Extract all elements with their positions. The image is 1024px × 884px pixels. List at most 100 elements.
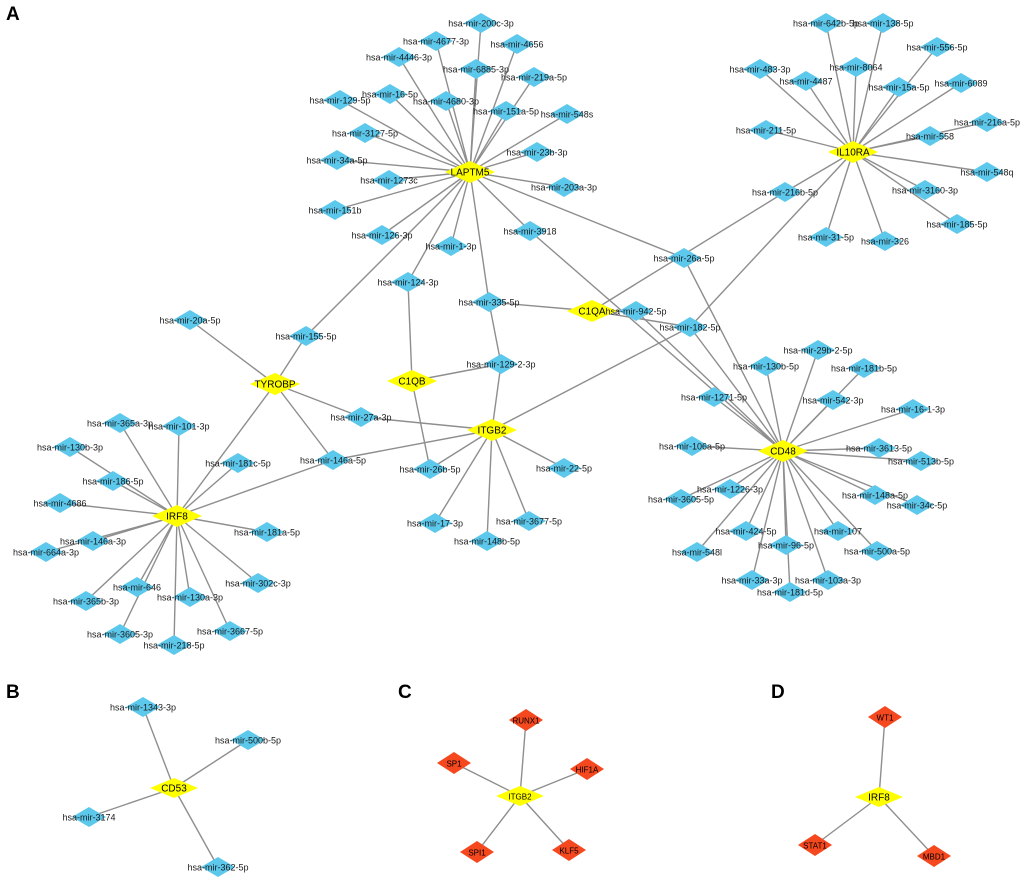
mirna-node-hsa-mir-548s[interactable]: hsa-mir-548s <box>541 104 594 124</box>
mirna-node-hsa-mir-129-5p[interactable]: hsa-mir-129-5p <box>309 90 371 110</box>
mirna-node-hsa-mir-6089[interactable]: hsa-mir-6089 <box>934 73 988 93</box>
mirna-node-hsa-mir-216a-5p[interactable]: hsa-mir-216a-5p <box>954 112 1020 132</box>
mirna-node-hsa-mir-200c-3p[interactable]: hsa-mir-200c-3p <box>448 13 514 33</box>
gene-node-il10ra[interactable]: IL10RA <box>828 141 878 163</box>
mirna-node-hsa-mir-1226-3p[interactable]: hsa-mir-1226-3p <box>697 479 763 499</box>
mirna-node-hsa-mir-130b-5p[interactable]: hsa-mir-130b-5p <box>733 356 799 376</box>
mirna-node-hsa-mir-126-3p[interactable]: hsa-mir-126-3p <box>351 225 413 245</box>
mirna-node-hsa-mir-34c-5p[interactable]: hsa-mir-34c-5p <box>887 495 948 515</box>
mirna-node-hsa-mir-181d-5p[interactable]: hsa-mir-181d-5p <box>757 582 823 602</box>
mirna-node-hsa-mir-365b-3p[interactable]: hsa-mir-365b-3p <box>53 591 119 611</box>
mirna-node-hsa-mir-185-5p[interactable]: hsa-mir-185-5p <box>926 214 988 234</box>
gene-node-irf8[interactable]: IRF8 <box>152 505 202 527</box>
mirna-node-hsa-mir-148b-5p[interactable]: hsa-mir-148b-5p <box>454 531 520 551</box>
mirna-node-hsa-mir-129-2-3p[interactable]: hsa-mir-129-2-3p <box>466 354 536 374</box>
mirna-node-hsa-mir-1273c[interactable]: hsa-mir-1273c <box>360 170 418 190</box>
gene-node-itgb2[interactable]: ITGB2 <box>467 419 517 441</box>
mirna-node-hsa-mir-181c-5p[interactable]: hsa-mir-181c-5p <box>205 453 271 473</box>
mirna-node-hsa-mir-130a-3p[interactable]: hsa-mir-130a-3p <box>157 587 223 607</box>
mirna-node-hsa-mir-1-3p[interactable]: hsa-mir-1-3p <box>425 236 477 256</box>
tf-node-sp1[interactable]: SP1 <box>437 752 471 774</box>
mirna-node-hsa-mir-4680-3p[interactable]: hsa-mir-4680-3p <box>413 91 479 111</box>
mirna-node-hsa-mir-4686[interactable]: hsa-mir-4686 <box>33 493 87 513</box>
mirna-node-hsa-mir-29b-2-5p[interactable]: hsa-mir-29b-2-5p <box>783 340 853 360</box>
mirna-node-hsa-mir-146a-3p[interactable]: hsa-mir-146a-3p <box>60 531 126 551</box>
mirna-node-hsa-mir-558[interactable]: hsa-mir-558 <box>906 126 954 146</box>
mirna-node-hsa-mir-1343-3p[interactable]: hsa-mir-1343-3p <box>110 697 176 717</box>
mirna-node-hsa-mir-16-1-3p[interactable]: hsa-mir-16-1-3p <box>881 399 945 419</box>
mirna-node-hsa-mir-3613-5p[interactable]: hsa-mir-3613-5p <box>846 438 912 458</box>
tf-node-mbd1[interactable]: MBD1 <box>917 845 951 867</box>
mirna-node-hsa-mir-4487[interactable]: hsa-mir-4487 <box>779 71 833 91</box>
mirna-node-hsa-mir-548l[interactable]: hsa-mir-548l <box>672 542 722 562</box>
mirna-node-hsa-mir-942-5p[interactable]: hsa-mir-942-5p <box>605 301 667 321</box>
mirna-node-hsa-mir-664a-3p[interactable]: hsa-mir-664a-3p <box>13 542 79 562</box>
mirna-node-hsa-mir-8064[interactable]: hsa-mir-8064 <box>829 57 883 77</box>
gene-node-c1qb[interactable]: C1QB <box>387 370 437 392</box>
mirna-node-hsa-mir-15a-5p[interactable]: hsa-mir-15a-5p <box>868 77 930 97</box>
mirna-node-hsa-mir-500b-5p[interactable]: hsa-mir-500b-5p <box>215 730 281 750</box>
mirna-node-hsa-mir-146a-5p[interactable]: hsa-mir-146a-5p <box>300 450 366 470</box>
mirna-node-hsa-mir-3605-3p[interactable]: hsa-mir-3605-3p <box>87 624 153 644</box>
mirna-node-hsa-mir-3160-3p[interactable]: hsa-mir-3160-3p <box>892 180 958 200</box>
mirna-node-hsa-mir-103a-3p[interactable]: hsa-mir-103a-3p <box>795 570 861 590</box>
tf-node-runx1[interactable]: RUNX1 <box>509 709 543 731</box>
gene-node-laptm5[interactable]: LAPTM5 <box>445 161 495 183</box>
mirna-node-hsa-mir-33a-3p[interactable]: hsa-mir-33a-3p <box>721 570 783 590</box>
mirna-node-hsa-mir-3127-5p[interactable]: hsa-mir-3127-5p <box>332 123 398 143</box>
mirna-node-hsa-mir-365a-3p[interactable]: hsa-mir-365a-3p <box>87 413 153 433</box>
mirna-node-hsa-mir-26b-5p[interactable]: hsa-mir-26b-5p <box>399 459 461 479</box>
mirna-node-hsa-mir-335-5p[interactable]: hsa-mir-335-5p <box>458 292 520 312</box>
mirna-node-hsa-mir-155-5p[interactable]: hsa-mir-155-5p <box>275 326 337 346</box>
mirna-node-hsa-mir-17-3p[interactable]: hsa-mir-17-3p <box>407 513 463 533</box>
gene-node-cd53[interactable]: CD53 <box>150 778 198 798</box>
mirna-node-hsa-mir-107[interactable]: hsa-mir-107 <box>814 521 862 541</box>
mirna-node-hsa-mir-203a-3p[interactable]: hsa-mir-203a-3p <box>531 177 597 197</box>
tf-node-stat1[interactable]: STAT1 <box>798 834 832 856</box>
mirna-node-hsa-mir-218-5p[interactable]: hsa-mir-218-5p <box>143 635 205 655</box>
tf-node-hif1a[interactable]: HIF1A <box>570 758 604 780</box>
mirna-node-hsa-mir-211-5p[interactable]: hsa-mir-211-5p <box>736 120 796 140</box>
tf-node-klf5[interactable]: KLF5 <box>552 839 586 861</box>
mirna-node-hsa-mir-302c-3p[interactable]: hsa-mir-302c-3p <box>225 573 291 593</box>
mirna-node-hsa-mir-124-3p[interactable]: hsa-mir-124-3p <box>377 272 439 292</box>
mirna-node-hsa-mir-20a-5p[interactable]: hsa-mir-20a-5p <box>159 310 221 330</box>
mirna-node-hsa-mir-181a-5p[interactable]: hsa-mir-181a-5p <box>234 522 300 542</box>
mirna-node-hsa-mir-106a-5p[interactable]: hsa-mir-106a-5p <box>659 436 725 456</box>
mirna-node-hsa-mir-4656[interactable]: hsa-mir-4656 <box>490 34 544 54</box>
mirna-node-hsa-mir-26a-5p[interactable]: hsa-mir-26a-5p <box>653 248 715 268</box>
mirna-node-hsa-mir-542-3p[interactable]: hsa-mir-542-3p <box>802 390 864 410</box>
mirna-node-hsa-mir-16-5p[interactable]: hsa-mir-16-5p <box>362 84 418 104</box>
mirna-node-hsa-mir-646[interactable]: hsa-mir-646 <box>113 577 161 597</box>
mirna-node-hsa-mir-148a-5p[interactable]: hsa-mir-148a-5p <box>842 485 908 505</box>
mirna-node-hsa-mir-3918[interactable]: hsa-mir-3918 <box>503 221 557 241</box>
mirna-node-hsa-mir-31-5p[interactable]: hsa-mir-31-5p <box>798 227 854 247</box>
mirna-node-hsa-mir-22-5p[interactable]: hsa-mir-22-5p <box>536 458 592 478</box>
mirna-node-hsa-mir-138-5p[interactable]: hsa-mir-138-5p <box>852 13 914 33</box>
gene-node-itgb2[interactable]: ITGB2 <box>496 786 544 806</box>
mirna-node-hsa-mir-4677-3p[interactable]: hsa-mir-4677-3p <box>403 31 469 51</box>
mirna-node-hsa-mir-27a-3p[interactable]: hsa-mir-27a-3p <box>330 407 392 427</box>
mirna-node-hsa-mir-483-3p[interactable]: hsa-mir-483-3p <box>729 59 791 79</box>
tf-node-spi1[interactable]: SPI1 <box>460 841 494 863</box>
mirna-node-hsa-mir-96-5p[interactable]: hsa-mir-96-5p <box>758 535 814 555</box>
mirna-node-hsa-mir-3677-5p[interactable]: hsa-mir-3677-5p <box>496 511 562 531</box>
mirna-node-hsa-mir-130b-3p[interactable]: hsa-mir-130b-3p <box>37 437 103 457</box>
mirna-node-hsa-mir-3667-5p[interactable]: hsa-mir-3667-5p <box>197 621 263 641</box>
mirna-node-hsa-mir-3605-5p[interactable]: hsa-mir-3605-5p <box>648 489 714 509</box>
mirna-node-hsa-mir-556-5p[interactable]: hsa-mir-556-5p <box>906 37 968 57</box>
mirna-node-hsa-mir-513b-5p[interactable]: hsa-mir-513b-5p <box>888 451 954 471</box>
mirna-node-hsa-mir-151b[interactable]: hsa-mir-151b <box>308 200 362 220</box>
mirna-node-hsa-mir-23b-3p[interactable]: hsa-mir-23b-3p <box>506 142 568 162</box>
mirna-node-hsa-mir-4446-3p[interactable]: hsa-mir-4446-3p <box>366 47 432 67</box>
gene-node-irf8[interactable]: IRF8 <box>855 787 903 807</box>
mirna-node-hsa-mir-424-5p[interactable]: hsa-mir-424-5p <box>715 521 777 541</box>
mirna-node-hsa-mir-186-5p[interactable]: hsa-mir-186-5p <box>82 471 144 491</box>
gene-node-c1qa[interactable]: C1QA <box>567 300 617 322</box>
mirna-node-hsa-mir-326[interactable]: hsa-mir-326 <box>861 231 909 251</box>
mirna-node-hsa-mir-151a-5p[interactable]: hsa-mir-151a-5p <box>473 101 539 121</box>
tf-node-wt1[interactable]: WT1 <box>868 706 902 728</box>
mirna-node-hsa-mir-182-5p[interactable]: hsa-mir-182-5p <box>659 317 721 337</box>
mirna-node-hsa-mir-181b-5p[interactable]: hsa-mir-181b-5p <box>831 358 897 378</box>
mirna-node-hsa-mir-362-5p[interactable]: hsa-mir-362-5p <box>187 857 249 877</box>
